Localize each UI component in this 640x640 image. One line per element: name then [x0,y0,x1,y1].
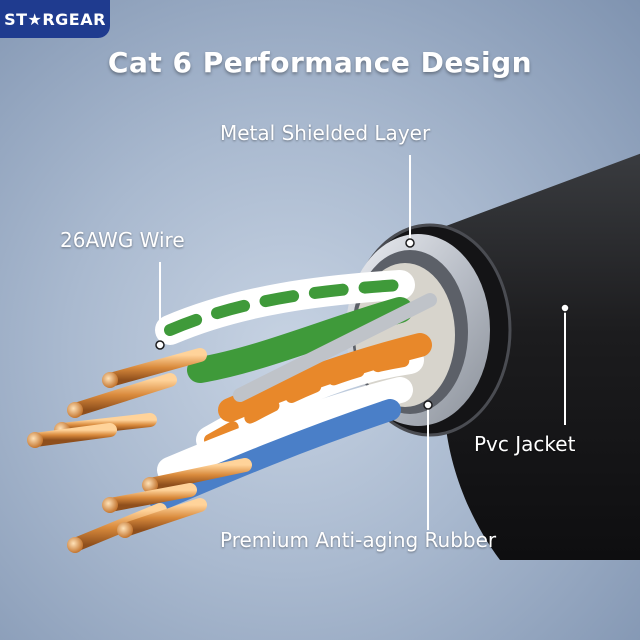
rubber-dot [423,400,433,410]
copper-wire [102,348,207,388]
copper-wire [67,373,177,418]
copper-wire [142,458,252,493]
orange-pair [196,333,432,454]
callout-26awg-wire: 26AWG Wire [60,228,185,252]
callout-pvc-jacket: Pvc Jacket [474,432,576,456]
shield-dot [405,238,415,248]
copper-wire [27,423,117,448]
brand-logo-text: ST★RGEAR [4,9,106,29]
brand-logo: ST★RGEAR [0,0,110,38]
leader-lines [159,155,566,530]
jacket-dot [560,303,570,313]
copper-wire [117,498,207,538]
leader-dots [155,238,570,410]
green-pair [155,270,415,383]
copper-wire [102,483,197,513]
callout-metal-shielded-layer: Metal Shielded Layer [220,121,431,145]
copper-conductors [27,348,252,553]
drain-wire [233,293,437,402]
wire-dot [155,340,165,350]
page-title: Cat 6 Performance Design [107,46,533,79]
callout-anti-aging-rubber: Premium Anti-aging Rubber [220,528,497,552]
